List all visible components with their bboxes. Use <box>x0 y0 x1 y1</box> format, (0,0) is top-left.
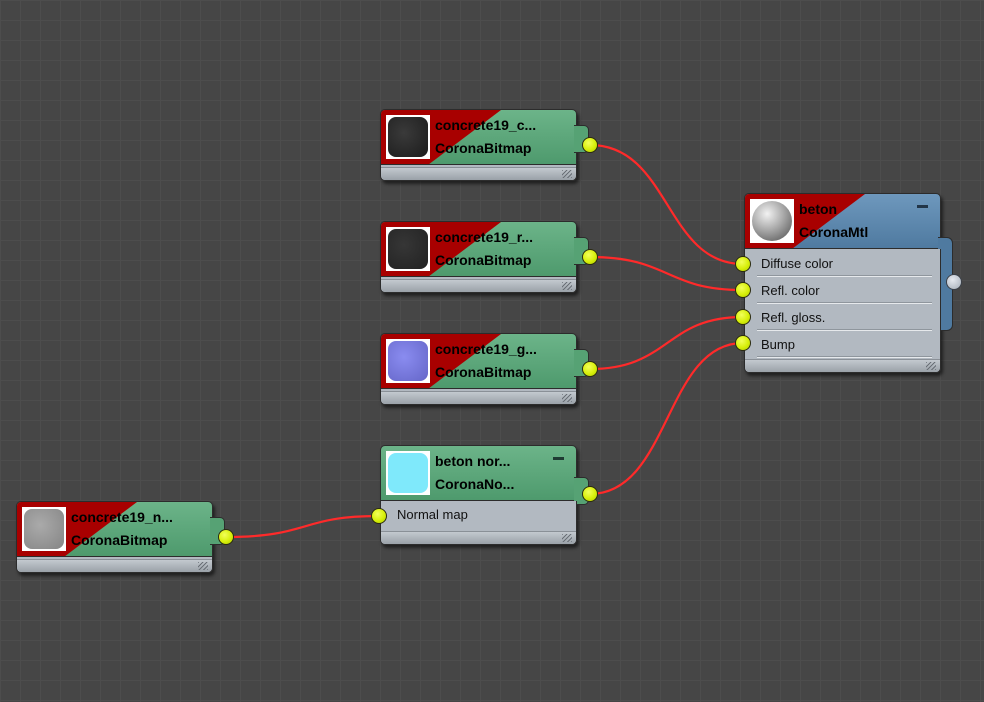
slot-normal-map[interactable]: Normal map <box>381 501 576 528</box>
node-title: concrete19_c... <box>435 117 537 133</box>
resize-grip[interactable] <box>198 562 208 570</box>
resize-grip[interactable] <box>562 282 572 290</box>
node-title: concrete19_r... <box>435 229 534 245</box>
node-header[interactable]: beton CoronaMtl <box>744 193 941 249</box>
slot-divider <box>757 275 932 277</box>
node-title: beton nor... <box>435 453 511 469</box>
node-title: beton <box>799 201 838 217</box>
node-header[interactable]: concrete19_c... CoronaBitmap <box>380 109 577 165</box>
input-socket-diffuse-color[interactable] <box>735 256 751 272</box>
node-footer <box>17 559 212 572</box>
material-sphere-icon <box>752 201 792 241</box>
node-footer <box>381 391 576 404</box>
slot-bump[interactable]: Bump <box>745 331 940 358</box>
wire-concrete-r-to-refl-color <box>589 255 744 292</box>
node-footer <box>381 279 576 292</box>
wire-concrete-c-to-diffuse <box>589 143 744 266</box>
slot-label: Refl. gloss. <box>761 310 826 325</box>
wire-beton-normal-to-bump <box>589 341 744 496</box>
node-title: concrete19_n... <box>71 509 173 525</box>
slot-label: Refl. color <box>761 283 820 298</box>
bitmap-thumbnail <box>386 339 430 383</box>
node-header[interactable]: beton nor... CoronaNo... <box>380 445 577 501</box>
slot-divider <box>757 302 932 304</box>
input-socket-refl-gloss[interactable] <box>735 309 751 325</box>
minimize-button[interactable] <box>917 205 928 208</box>
output-socket[interactable] <box>582 249 598 265</box>
resize-grip[interactable] <box>562 170 572 178</box>
bitmap-thumbnail <box>22 507 66 551</box>
slot-refl-gloss[interactable]: Refl. gloss. <box>745 304 940 331</box>
resize-grip[interactable] <box>926 362 936 370</box>
node-body <box>380 277 577 293</box>
material-sphere-thumbnail <box>750 199 794 243</box>
node-type: CoronaBitmap <box>435 140 532 156</box>
input-socket-bump[interactable] <box>735 335 751 351</box>
output-socket[interactable] <box>218 529 234 545</box>
slot-refl-color[interactable]: Refl. color <box>745 277 940 304</box>
output-socket[interactable] <box>582 137 598 153</box>
slot-label: Diffuse color <box>761 256 834 271</box>
node-footer <box>745 359 940 372</box>
node-title: concrete19_g... <box>435 341 537 357</box>
input-socket-normal-map[interactable] <box>371 508 387 524</box>
wire-concrete-g-to-refl-gloss <box>589 315 744 371</box>
node-beton-material[interactable]: beton CoronaMtl Diffuse color Refl. colo… <box>735 193 962 373</box>
node-beton-normal[interactable]: beton nor... CoronaNo... Normal map <box>371 445 598 545</box>
node-type: CoronaBitmap <box>435 252 532 268</box>
node-body: Normal map <box>380 501 577 545</box>
node-body: Diffuse color Refl. color Refl. gloss. B… <box>744 249 941 373</box>
node-type: CoronaBitmap <box>435 364 532 380</box>
material-output-socket[interactable] <box>946 274 962 290</box>
node-type: CoronaNo... <box>435 476 515 492</box>
bitmap-thumbnail <box>386 227 430 271</box>
input-socket-refl-color[interactable] <box>735 282 751 298</box>
node-type: CoronaBitmap <box>71 532 168 548</box>
node-body <box>16 557 213 573</box>
minimize-button[interactable] <box>553 457 564 460</box>
thumbnail-swatch <box>388 453 428 493</box>
node-footer <box>381 531 576 544</box>
slot-divider <box>757 329 932 331</box>
node-header[interactable]: concrete19_r... CoronaBitmap <box>380 221 577 277</box>
node-concrete19-n[interactable]: concrete19_n... CoronaBitmap <box>16 501 234 573</box>
node-type: CoronaMtl <box>799 224 869 240</box>
normal-thumbnail <box>386 451 430 495</box>
node-footer <box>381 167 576 180</box>
node-concrete19-g[interactable]: concrete19_g... CoronaBitmap <box>380 333 598 405</box>
slot-divider <box>757 356 932 358</box>
bitmap-thumbnail <box>386 115 430 159</box>
node-concrete19-c[interactable]: concrete19_c... CoronaBitmap <box>380 109 598 181</box>
output-socket[interactable] <box>582 486 598 502</box>
output-socket[interactable] <box>582 361 598 377</box>
resize-grip[interactable] <box>562 394 572 402</box>
node-header[interactable]: concrete19_n... CoronaBitmap <box>16 501 213 557</box>
node-body <box>380 165 577 181</box>
thumbnail-swatch <box>388 341 428 381</box>
wire-concrete-n-to-normal-map <box>225 514 380 539</box>
resize-grip[interactable] <box>562 534 572 542</box>
node-body <box>380 389 577 405</box>
node-concrete19-r[interactable]: concrete19_r... CoronaBitmap <box>380 221 598 293</box>
thumbnail-swatch <box>388 229 428 269</box>
thumbnail-swatch <box>388 117 428 157</box>
slot-label: Bump <box>761 337 795 352</box>
slot-diffuse-color[interactable]: Diffuse color <box>745 250 940 277</box>
thumbnail-swatch <box>24 509 64 549</box>
slot-label: Normal map <box>397 507 468 522</box>
node-header[interactable]: concrete19_g... CoronaBitmap <box>380 333 577 389</box>
